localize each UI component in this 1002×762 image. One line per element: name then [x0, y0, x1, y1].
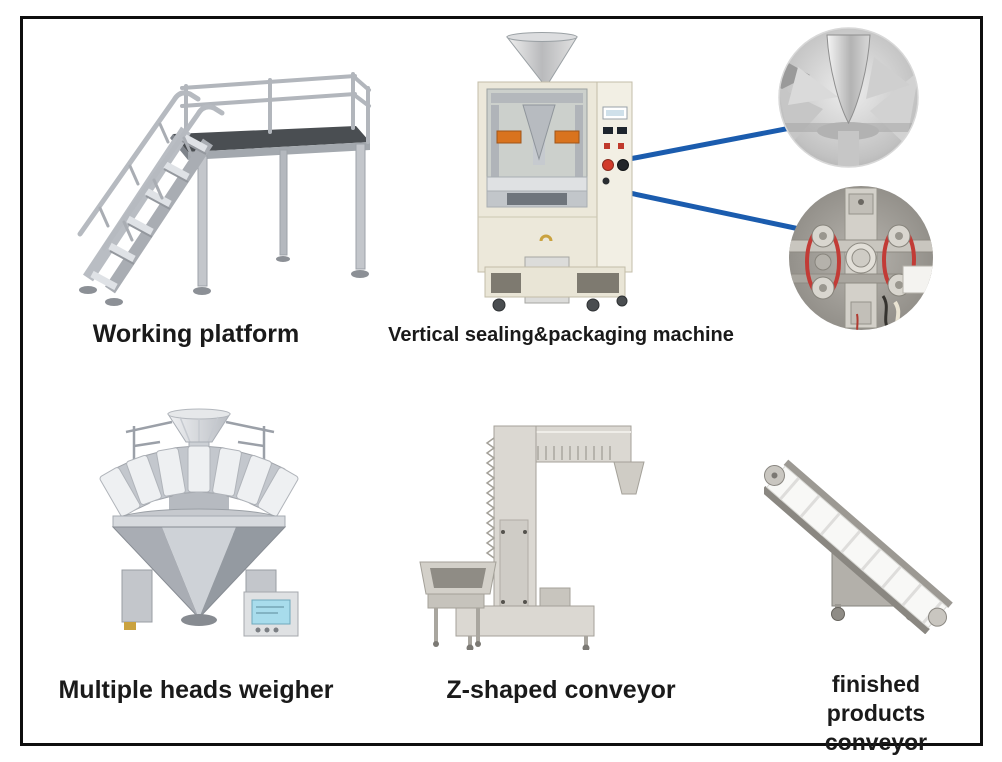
- multihead-weigher-photo: [99, 408, 299, 637]
- sealing-jaws-closeup-circle: [789, 186, 933, 330]
- label-finished-conveyor: finished products conveyor: [824, 671, 928, 755]
- casters: [492, 295, 628, 312]
- vertical-column: [485, 425, 537, 623]
- platform-legs: [193, 143, 369, 295]
- stair-handrails: [77, 90, 225, 251]
- discharge-chute: [613, 461, 645, 495]
- callout-line-bottom: [603, 185, 812, 234]
- platform-railing: [180, 72, 371, 144]
- hopper-ring-front: [99, 445, 299, 517]
- lower-cabinet: [484, 266, 626, 298]
- inclined-belt: [764, 459, 953, 634]
- label-vertical-machine: Vertical sealing&packaging machine: [388, 324, 734, 346]
- logo-mark: [539, 234, 553, 242]
- forming-tube-closeup-circle: [778, 27, 919, 168]
- discharge-pyramid: [111, 515, 287, 626]
- label-multihead-weigher: Multiple heads weigher: [58, 676, 334, 704]
- tail-roller: [928, 607, 948, 627]
- vertical-packaging-machine-photo: [477, 32, 633, 312]
- control-panel: [602, 106, 629, 185]
- control-box: [243, 591, 299, 637]
- infeed-hopper: [419, 561, 497, 647]
- working-platform-photo: [77, 72, 371, 306]
- label-working-platform: Working platform: [92, 320, 300, 348]
- sealing-section: [486, 176, 588, 208]
- support-frame: [125, 420, 275, 464]
- label-z-conveyor: Z-shaped conveyor: [446, 676, 676, 704]
- z-shaped-conveyor-photo: [419, 425, 645, 650]
- border-frame: [20, 16, 983, 746]
- finished-products-conveyor-photo: [764, 459, 953, 634]
